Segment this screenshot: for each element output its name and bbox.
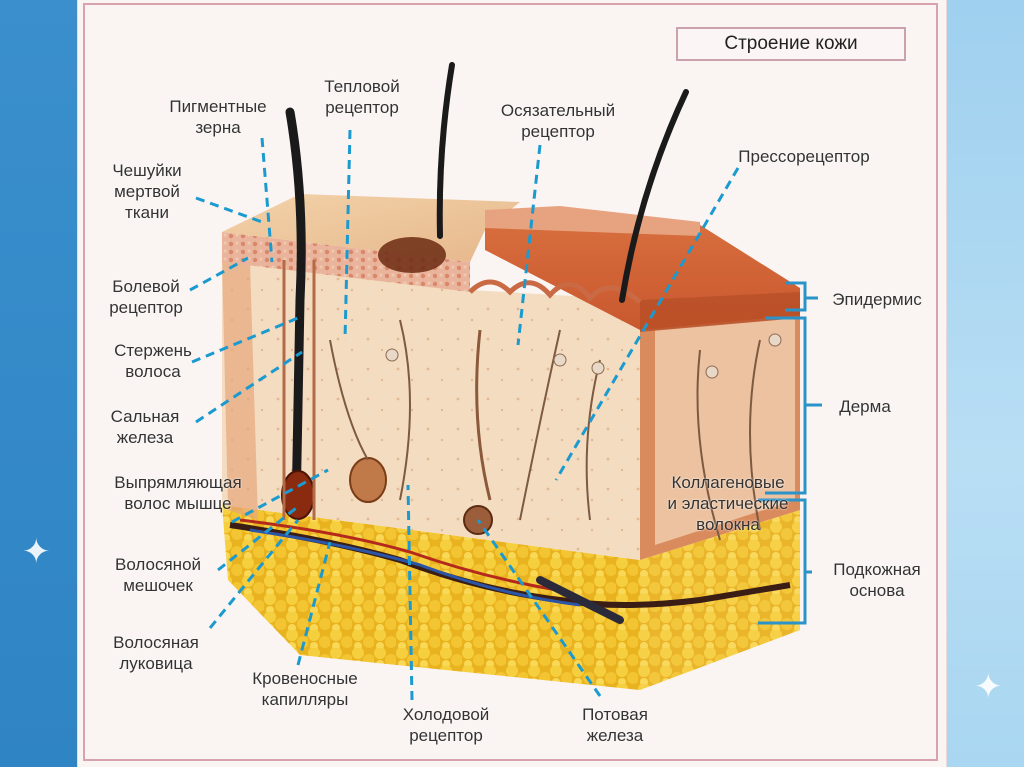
leader-heat xyxy=(343,129,352,341)
skin-block xyxy=(222,194,800,690)
sparkle-icon: ✦ xyxy=(974,668,1003,706)
leader-hair-shaft xyxy=(191,316,299,364)
label-blood-capillaries: Кровеносные капилляры xyxy=(252,669,358,709)
diagram-title: Строение кожи xyxy=(676,27,906,61)
label-pigment-granules: Пигментные зерна xyxy=(169,97,267,137)
leader-touch xyxy=(516,144,542,346)
bracket-hypodermis xyxy=(758,498,807,625)
label-sweat-gland: Потовая железа xyxy=(582,705,648,745)
receptors-and-glands xyxy=(229,319,791,624)
label-erector-muscle: Выпрямляющая волос мышце xyxy=(114,473,242,513)
slide-border xyxy=(83,3,938,761)
sparkle-icon: ✦ xyxy=(22,533,51,571)
label-dermis: Дерма xyxy=(839,397,891,416)
label-heat-receptor: Тепловой рецептор xyxy=(324,77,400,117)
label-hair-shaft: Стержень волоса xyxy=(114,341,192,381)
leader-capillaries xyxy=(296,541,332,666)
epidermis-front xyxy=(222,232,470,292)
label-hair-bulb: Волосяная луковица xyxy=(113,633,199,673)
label-collagen-fibers: Коллагеновые и эластические волокна xyxy=(667,473,789,534)
label-cold-receptor: Холодовой рецептор xyxy=(402,705,490,745)
background-right xyxy=(946,0,1024,767)
label-pressure-receptor: Прессорецептор xyxy=(738,147,870,166)
leader-pain xyxy=(189,256,249,292)
leader-pressure xyxy=(554,167,740,481)
dermis-layer xyxy=(222,258,640,560)
label-dead-scales: Чешуйки мертвой ткани xyxy=(112,161,182,222)
hypodermis-fat xyxy=(222,505,640,690)
leader-follicle xyxy=(217,503,301,572)
label-hair-follicle: Волосяной мешочек xyxy=(114,555,202,595)
label-hypodermis: Подкожная основа xyxy=(833,560,921,600)
label-epidermis: Эпидермис xyxy=(832,290,922,309)
label-touch-receptor: Осязательный рецептор xyxy=(500,101,616,141)
leader-cold xyxy=(406,484,414,701)
diagram-title-text: Строение кожи xyxy=(724,33,858,54)
hair-shaft xyxy=(285,107,306,515)
leader-sweat xyxy=(476,519,602,697)
leader-lines xyxy=(189,129,740,701)
leader-sebaceous xyxy=(195,350,303,424)
leader-bulb xyxy=(208,519,300,629)
hair-bulb xyxy=(281,470,315,520)
leader-erector xyxy=(231,468,329,524)
sebaceous-gland xyxy=(349,457,387,503)
pigment-spot xyxy=(378,237,446,273)
leader-pigment xyxy=(260,137,274,263)
background-left xyxy=(0,0,78,767)
label-sebaceous-gland: Сальная железа xyxy=(110,407,180,447)
hypodermis-fat-side xyxy=(640,510,800,690)
label-pain-receptor: Болевой рецептор xyxy=(109,277,183,317)
layer-brackets xyxy=(758,281,822,625)
hairs xyxy=(281,62,689,520)
leader-dead-scales xyxy=(195,196,263,224)
